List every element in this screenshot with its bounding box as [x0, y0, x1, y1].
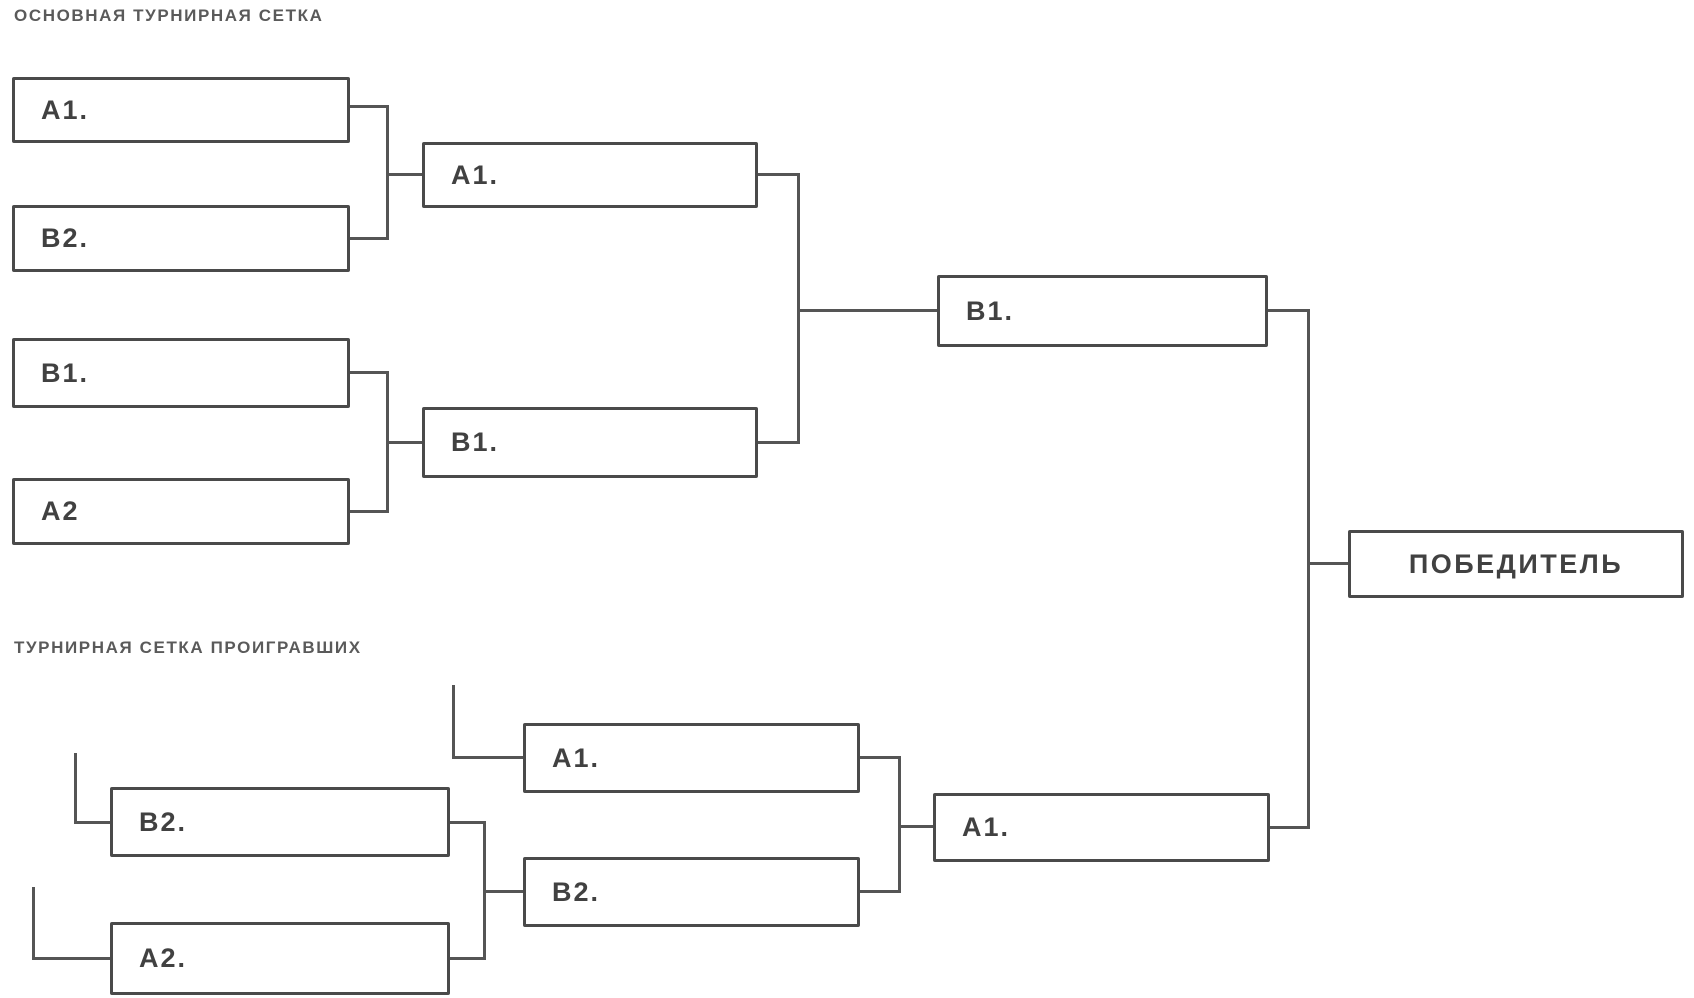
connector-l-semi-out: [898, 825, 933, 828]
connector-w-pair2-top-stub: [350, 371, 388, 374]
connector-w-pair2-bottom-stub: [350, 510, 388, 513]
connector-l-entry1-drop: [74, 753, 77, 824]
connector-w-semi-bottom-stub: [758, 441, 800, 444]
connector-l-entry3-in: [452, 756, 523, 759]
connector-w-semi-out: [797, 309, 937, 312]
losers-round2-slot-1: А1.: [523, 723, 860, 793]
winners-round1-slot-1: А1.: [12, 77, 350, 143]
connector-l-entry2-drop: [32, 887, 35, 960]
connector-w-semi-vertical: [797, 173, 800, 444]
connector-l-semi-top-stub: [860, 756, 901, 759]
connector-w-semi-top-stub: [758, 173, 800, 176]
connector-w-pair1-out: [386, 173, 422, 176]
connector-w-pair1-bottom-stub: [350, 237, 388, 240]
connector-l-pair1-top-stub: [450, 821, 486, 824]
connector-l-pair1-out: [483, 890, 523, 893]
connector-l-semi-bottom-stub: [860, 890, 901, 893]
connector-l-semi-vertical: [898, 756, 901, 893]
winners-final-slot: В1.: [937, 275, 1268, 347]
losers-round2-slot-2: В2.: [523, 857, 860, 927]
losers-round1-slot-1: В2.: [110, 787, 450, 857]
connector-grandfinal-vertical: [1307, 309, 1310, 829]
connector-l-pair1-bottom-stub: [450, 957, 486, 960]
winners-round1-slot-4: А2: [12, 478, 350, 545]
winners-round2-slot-2: В1.: [422, 407, 758, 478]
connector-l-entry1-in: [74, 821, 110, 824]
connector-l-entry3-drop: [452, 685, 455, 759]
connector-grandfinal-bottom-stub: [1270, 826, 1310, 829]
connector-w-pair2-out: [386, 441, 422, 444]
winners-round1-slot-3: В1.: [12, 338, 350, 408]
champion-box: ПОБЕДИТЕЛЬ: [1348, 530, 1684, 598]
losers-bracket-title: ТУРНИРНАЯ СЕТКА ПРОИГРАВШИХ: [14, 638, 362, 657]
connector-l-entry2-in: [32, 957, 110, 960]
winners-round1-slot-2: В2.: [12, 205, 350, 272]
connector-w-pair1-top-stub: [350, 105, 388, 108]
winners-bracket-title: ОСНОВНАЯ ТУРНИРНАЯ СЕТКА: [14, 6, 324, 25]
connector-grandfinal-champion-out: [1307, 562, 1348, 565]
losers-round1-slot-2: А2.: [110, 922, 450, 995]
connector-grandfinal-top-stub: [1268, 309, 1310, 312]
winners-round2-slot-1: А1.: [422, 142, 758, 208]
losers-final-slot: А1.: [933, 793, 1270, 862]
connector-w-pair1-vertical: [386, 105, 389, 240]
